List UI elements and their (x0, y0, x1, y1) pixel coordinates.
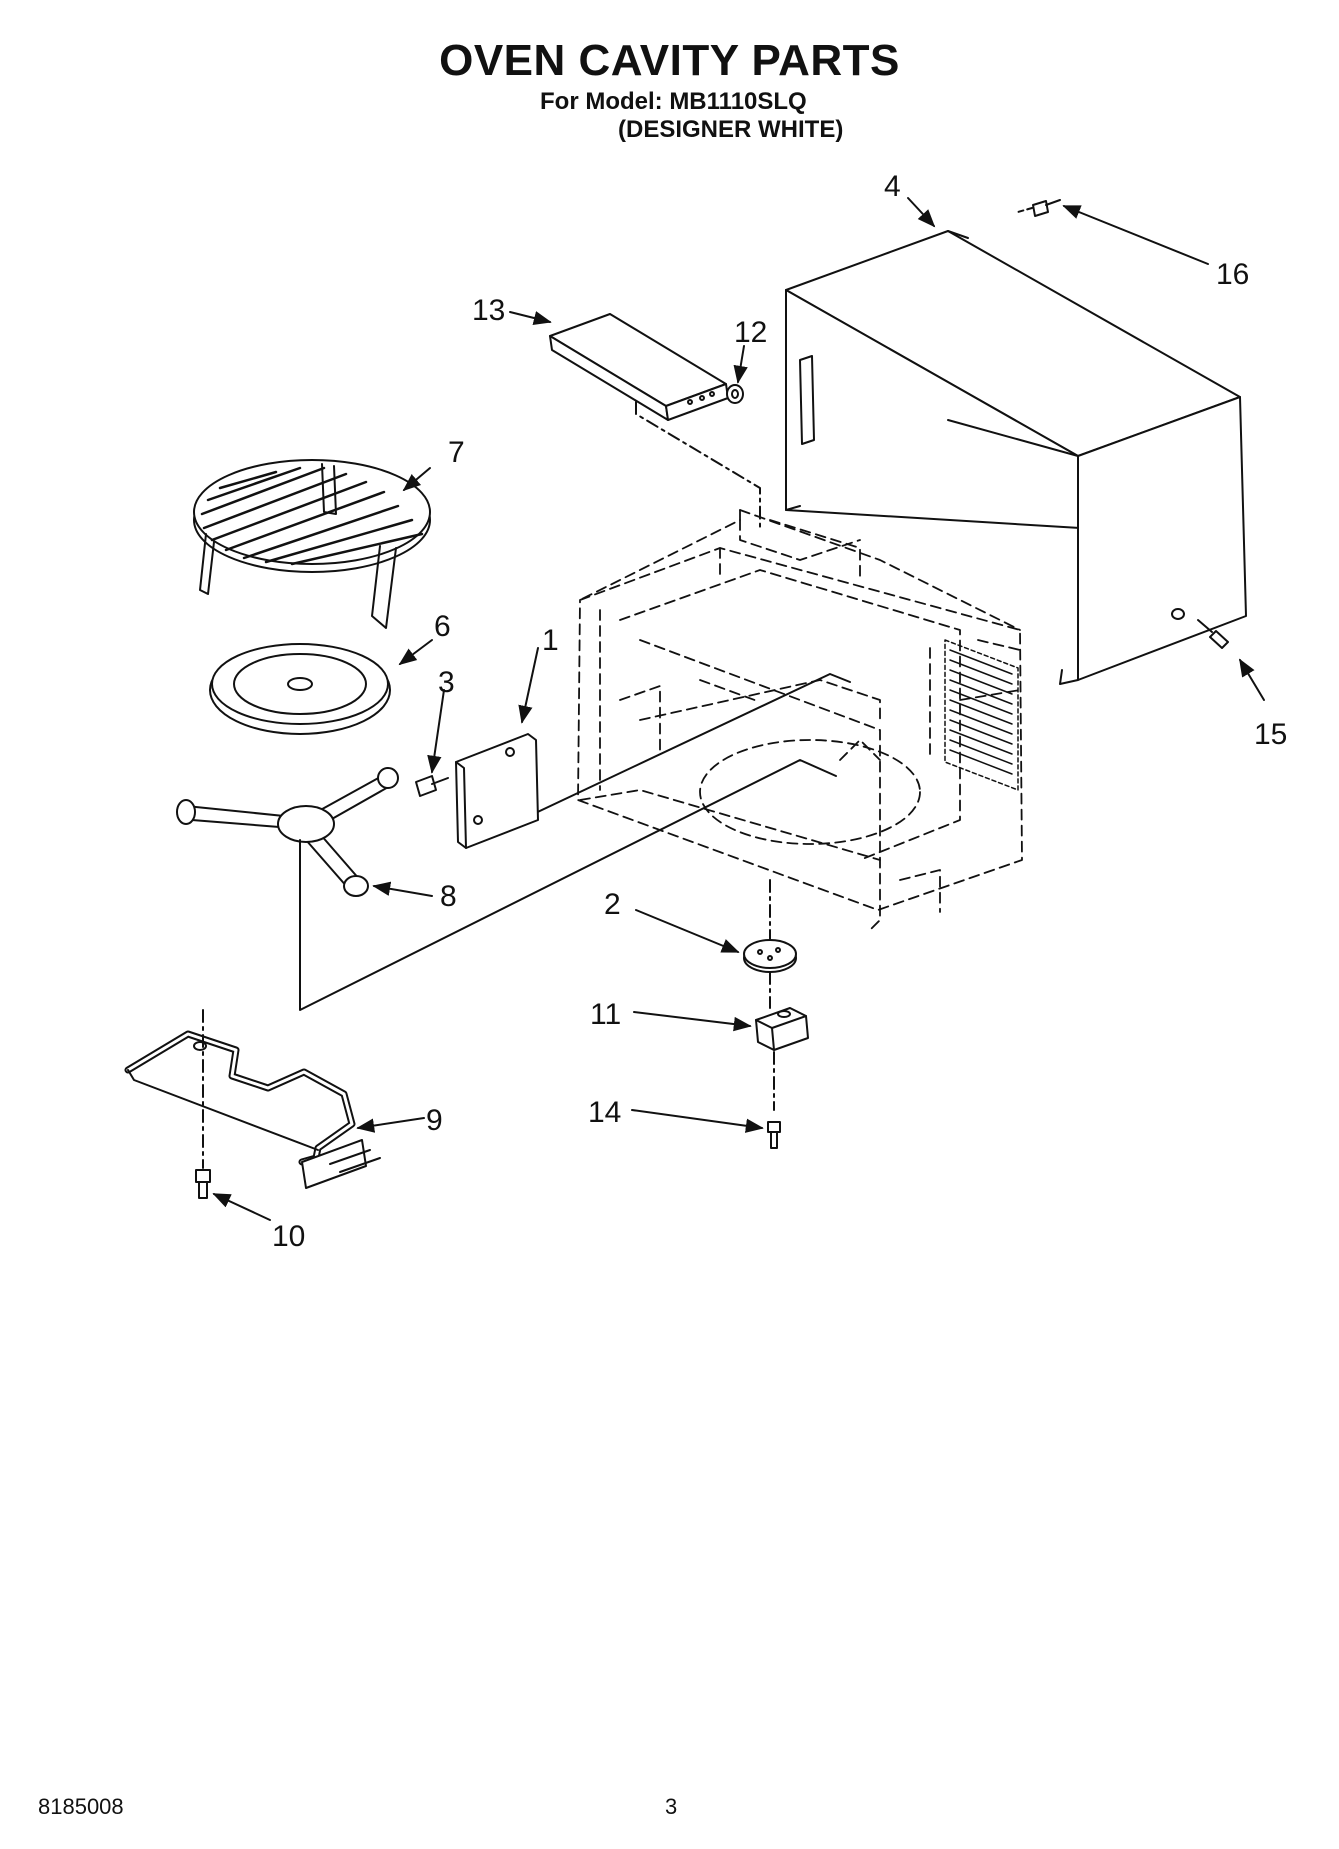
callout-arrows (212, 197, 1265, 1221)
callout-16: 16 (1216, 258, 1249, 291)
screw-16 (1017, 199, 1061, 217)
part-2-coupler (743, 939, 797, 973)
screw-15 (1197, 619, 1229, 649)
document-number: 8185008 (38, 1794, 124, 1819)
callout-13: 13 (472, 294, 505, 327)
callout-1: 1 (542, 624, 559, 657)
leader-1 (485, 673, 851, 827)
cavity-vent-grille (944, 639, 1019, 791)
part-9-heater (124, 1030, 381, 1189)
callout-4: 4 (884, 170, 901, 203)
callout-3: 3 (438, 666, 455, 699)
part-1-cover (455, 733, 539, 849)
screw-10 (195, 1169, 211, 1199)
part-6-tray (209, 643, 391, 735)
callout-2: 2 (604, 888, 621, 921)
oven-cavity (577, 509, 1023, 931)
callout-11: 11 (590, 998, 621, 1031)
screw-3 (415, 775, 449, 797)
leader-8 (299, 759, 837, 1011)
callout-10: 10 (272, 1220, 305, 1253)
part-8-roller-support (176, 767, 399, 897)
model-line: For Model: MB1110SLQ (540, 88, 807, 115)
nut-12 (726, 384, 744, 404)
screw-14 (767, 1121, 781, 1149)
callout-6: 6 (434, 610, 451, 643)
outer-cabinet (785, 230, 1247, 685)
callout-7: 7 (448, 436, 465, 469)
leader-13 (635, 401, 761, 531)
callout-8: 8 (440, 880, 457, 913)
page-number: 3 (665, 1794, 678, 1819)
part-11-motor (755, 1007, 809, 1051)
callout-15: 15 (1254, 718, 1287, 751)
variant-line: (DESIGNER WHITE) (618, 116, 844, 143)
part-13-bracket (549, 313, 729, 421)
callout-9: 9 (426, 1104, 443, 1137)
page-title: OVEN CAVITY PARTS (439, 36, 900, 85)
callout-14: 14 (588, 1096, 621, 1129)
callout-12: 12 (734, 316, 767, 349)
part-7-rack (193, 459, 431, 629)
